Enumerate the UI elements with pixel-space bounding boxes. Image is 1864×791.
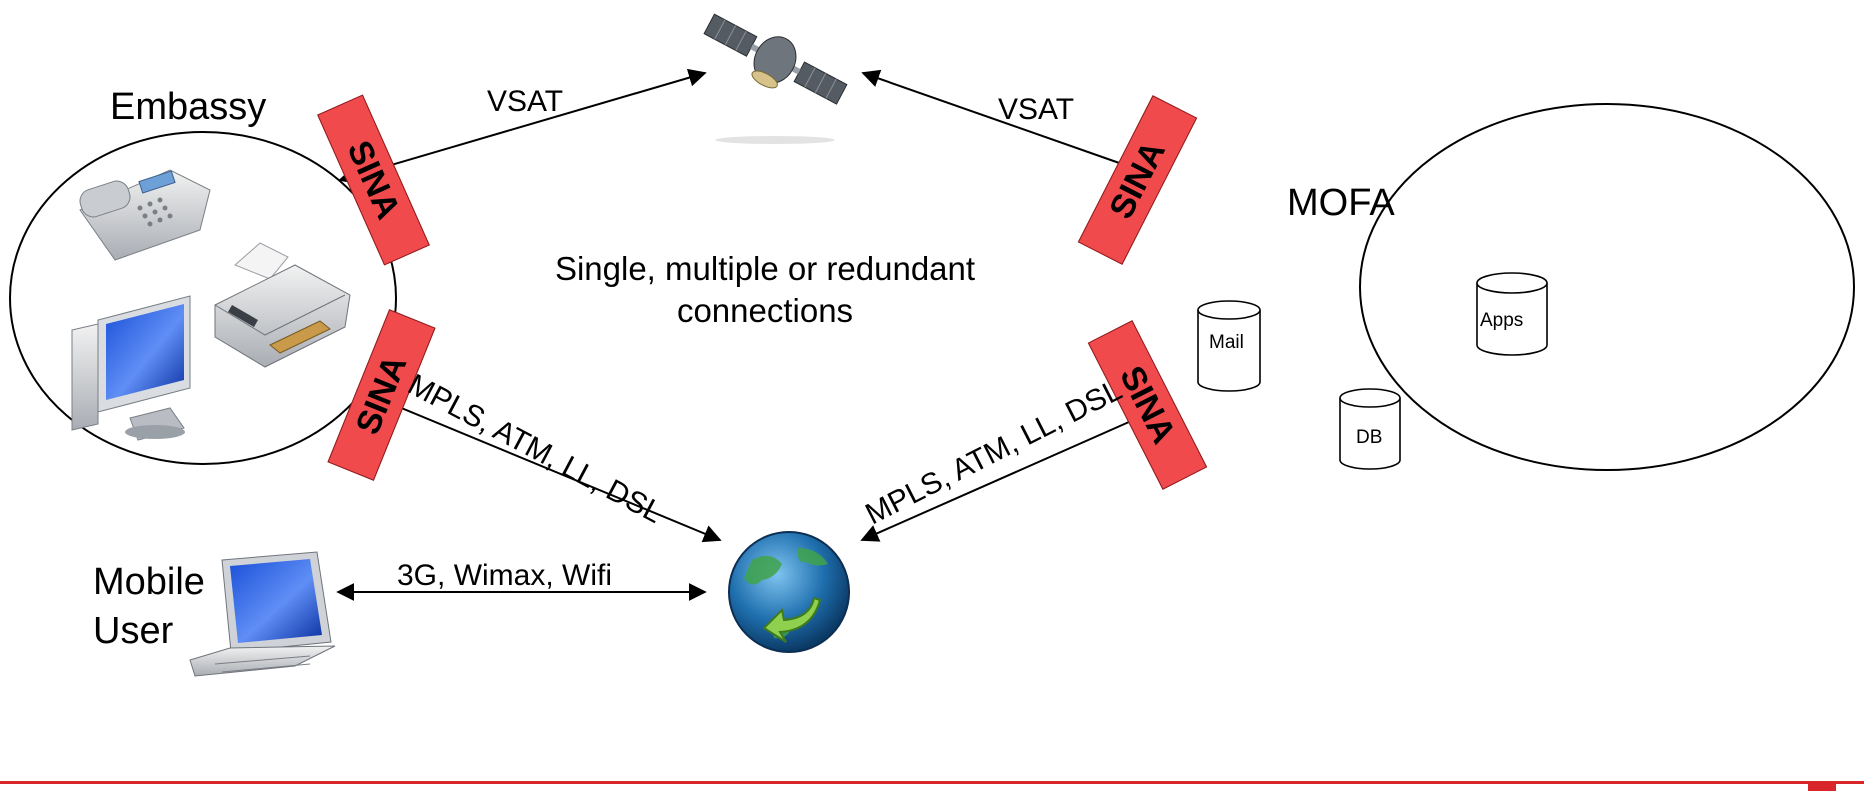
laptop-icon — [189, 551, 336, 677]
mobile-link-label: 3G, Wimax, Wifi — [397, 559, 612, 592]
satellite-icon — [703, 13, 848, 144]
connections-caption: Single, multiple or redundant connection… — [554, 250, 976, 330]
vsat-right-link — [861, 69, 1126, 166]
database-mail — [1197, 300, 1261, 392]
desktop-icon — [71, 295, 191, 441]
mofa-label: MOFA — [1287, 182, 1395, 224]
database-db-label: DB — [1356, 427, 1383, 448]
database-apps-label: Apps — [1480, 310, 1524, 331]
footer-rule — [0, 781, 1864, 784]
database-db — [1339, 388, 1401, 470]
vsat-left-link — [338, 68, 707, 185]
embassy-zone — [9, 131, 397, 465]
database-mail-label: Mail — [1209, 332, 1244, 353]
vsat-right-label: VSAT — [998, 93, 1075, 126]
footer-corner-mark — [1808, 784, 1836, 791]
vsat-left-label: VSAT — [487, 85, 564, 118]
mobile-user-label-line2: User — [93, 610, 174, 652]
phone-icon — [79, 169, 211, 261]
embassy-label: Embassy — [110, 86, 267, 128]
mpls-right-link — [860, 417, 1139, 542]
mobile-user-label-line1: Mobile — [93, 561, 205, 603]
printer-icon — [214, 242, 351, 368]
database-apps — [1476, 272, 1548, 356]
mofa-zone — [1359, 103, 1855, 471]
mpls-left-link — [356, 387, 722, 543]
globe-icon — [728, 531, 850, 653]
